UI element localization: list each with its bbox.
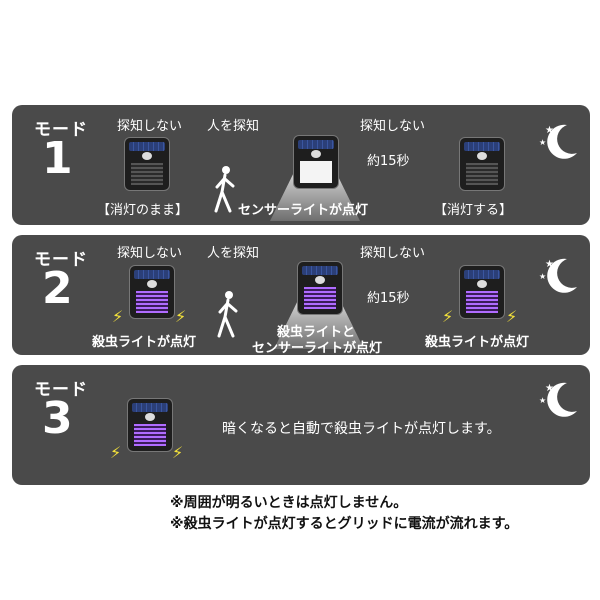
grill-icon [300, 161, 332, 183]
svg-text:★: ★ [539, 396, 546, 405]
note-1: ※周囲が明るいときは点灯しません。 [170, 495, 408, 511]
mode2-state-left: 殺虫ライトが点灯 [92, 335, 197, 350]
solar-panel-icon [464, 270, 500, 279]
svg-text:★: ★ [545, 125, 554, 136]
mode1-device-off-2 [459, 137, 505, 191]
mode2-state-mid-1: 殺虫ライトと [277, 325, 356, 340]
mode1-state-right: 【消灯する】 [434, 203, 513, 218]
mode2-device-left [129, 265, 175, 319]
mode2-timer: 約15秒 [367, 291, 410, 306]
sensor-icon [147, 280, 157, 288]
mode2-state-mid-2: センサーライトが点灯 [252, 341, 383, 355]
sensor-icon [142, 152, 152, 160]
solar-panel-icon [298, 140, 334, 149]
bolt-icon: ⚡ [110, 443, 122, 462]
solar-panel-icon [302, 266, 338, 275]
mode1-device-off [124, 137, 170, 191]
mode1-timer: 約15秒 [367, 154, 410, 169]
grill-icon [466, 291, 498, 313]
bolt-icon: ⚡ [172, 443, 184, 462]
mode2-header-no-detect-1: 探知しない [117, 246, 183, 261]
mode1-header-no-detect-2: 探知しない [360, 119, 426, 134]
grill-icon [134, 424, 166, 446]
mode3-panel: モード 3 ⚡ ⚡ 暗くなると自動で殺虫ライトが点灯します。 ★ ★ [12, 365, 590, 485]
svg-text:★: ★ [545, 259, 554, 270]
walking-person-icon [214, 166, 235, 213]
sensor-icon [477, 280, 487, 288]
mode2-header-no-detect-2: 探知しない [360, 246, 426, 261]
grill-icon [136, 291, 168, 313]
mode1-header-detect: 人を探知 [207, 119, 260, 134]
mode3-device [127, 398, 173, 452]
mode2-number: 2 [42, 263, 73, 314]
bolt-icon: ⚡ [506, 307, 518, 326]
solar-panel-icon [132, 403, 168, 412]
grill-icon [304, 287, 336, 309]
sensor-icon [477, 152, 487, 160]
moon-stars-icon: ★ ★ [539, 382, 577, 417]
note-2: ※殺虫ライトが点灯するとグリッドに電流が流れます。 [170, 516, 519, 532]
grill-icon [131, 163, 163, 185]
mode1-number: 1 [42, 133, 73, 184]
mode1-label: モード [34, 120, 88, 140]
sensor-icon [145, 413, 155, 421]
mode2-label: モード [34, 250, 88, 270]
mode3-number: 3 [42, 393, 73, 444]
mode1-panel: モード 1 探知しない 人を探知 探知しない 約15秒 ★ ★ 【消灯のまま】 … [12, 105, 590, 225]
solar-panel-icon [129, 142, 165, 151]
mode2-panel: モード 2 探知しない 人を探知 探知しない ⚡ ⚡ 約15秒 ⚡ ⚡ ★ ★ … [12, 235, 590, 355]
mode2-state-right: 殺虫ライトが点灯 [425, 335, 530, 350]
mode3-description: 暗くなると自動で殺虫ライトが点灯します。 [222, 421, 501, 437]
mode1-device-on [293, 135, 339, 189]
grill-icon [466, 163, 498, 185]
bolt-icon: ⚡ [442, 307, 454, 326]
svg-text:★: ★ [545, 383, 554, 394]
mode2-header-detect: 人を探知 [207, 246, 260, 261]
mode1-state-left: 【消灯のまま】 [97, 203, 189, 218]
mode2-device-right [459, 265, 505, 319]
sensor-icon [315, 276, 325, 284]
mode1-state-mid: センサーライトが点灯 [238, 203, 369, 218]
mode3-label: モード [34, 380, 88, 400]
solar-panel-icon [134, 270, 170, 279]
svg-text:★: ★ [539, 272, 546, 281]
moon-stars-icon: ★ ★ [539, 258, 577, 293]
sensor-icon [311, 150, 321, 158]
bolt-icon: ⚡ [112, 307, 124, 326]
mode1-header-no-detect-1: 探知しない [117, 119, 183, 134]
svg-text:★: ★ [539, 138, 546, 147]
solar-panel-icon [464, 142, 500, 151]
mode2-device-mid [297, 261, 343, 315]
bolt-icon: ⚡ [175, 307, 187, 326]
walking-person-icon [217, 291, 238, 338]
moon-stars-icon: ★ ★ [539, 124, 577, 159]
